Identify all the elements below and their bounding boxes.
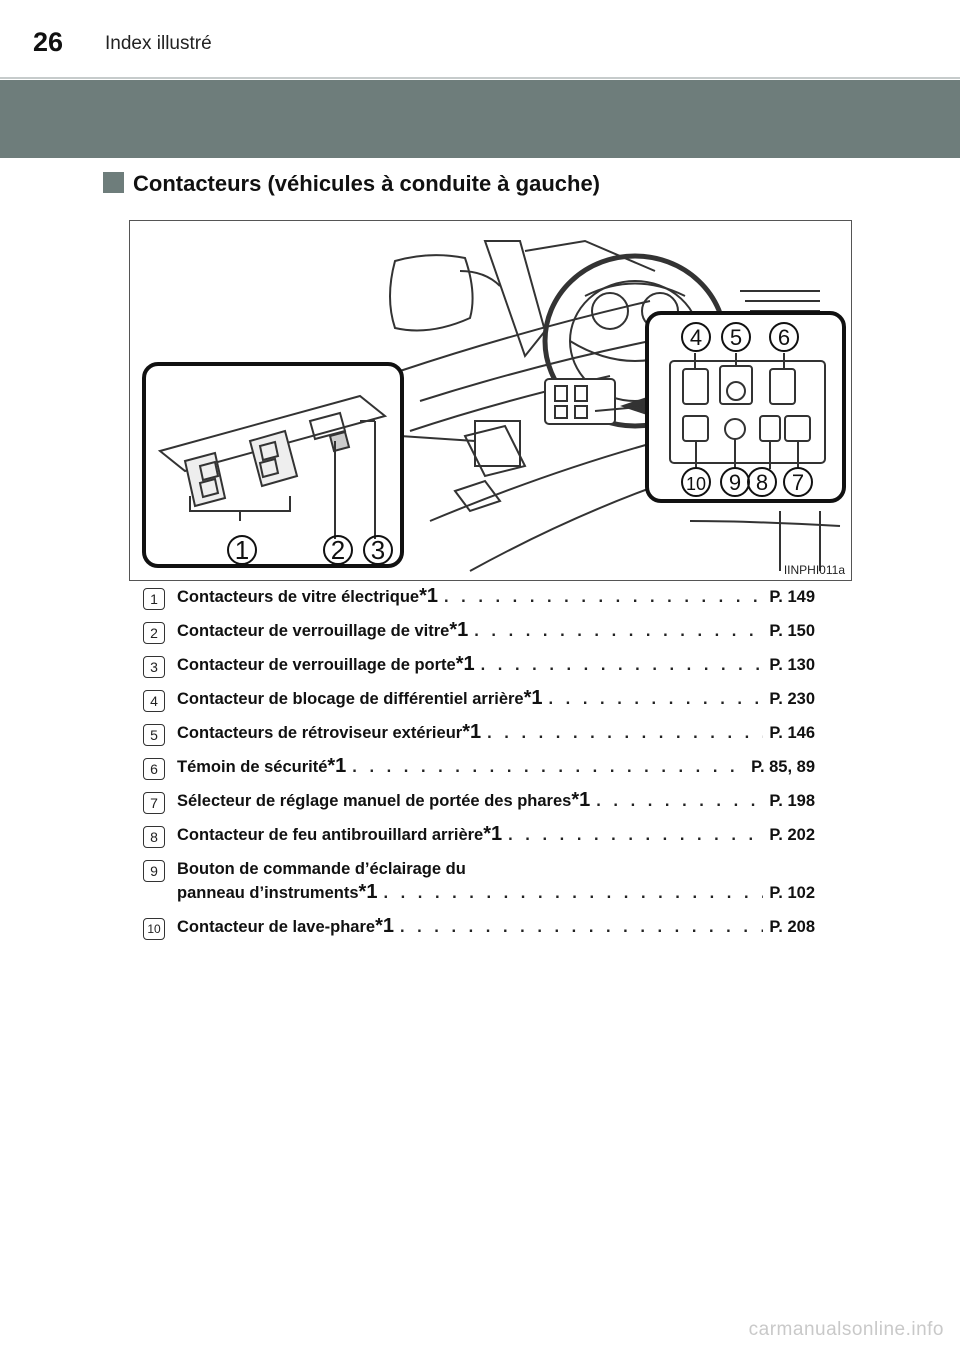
item-number-badge: 6 — [143, 758, 165, 780]
callout-9: 9 — [729, 470, 741, 495]
item-number-badge: 5 — [143, 724, 165, 746]
item-label: Contacteur de verrouillage de vitre — [177, 622, 450, 640]
callout-4: 4 — [690, 325, 702, 350]
header-divider — [0, 77, 960, 79]
leader-dots — [487, 724, 763, 743]
item-number-badge: 8 — [143, 826, 165, 848]
section-marker-icon — [103, 172, 124, 193]
page-number: 26 — [33, 27, 64, 57]
callout-3: 3 — [371, 535, 385, 565]
callout-7: 7 — [792, 470, 804, 495]
item-label: Contacteurs de rétroviseur extérieur — [177, 724, 463, 742]
dashboard-drawing: 1 2 3 — [142, 239, 846, 572]
item-label: Sélecteur de réglage manuel de portée de… — [177, 792, 572, 810]
page-ref-link[interactable]: P. 85, 89 — [751, 758, 815, 776]
leader-dots — [352, 758, 745, 777]
header-strip: 26 Index illustré — [0, 0, 960, 77]
item-number-badge: 4 — [143, 690, 165, 712]
item-label-line1: Bouton de commande d’éclairage du — [177, 860, 466, 878]
page-ref-link[interactable]: P. 130 — [769, 656, 815, 674]
item-number-badge: 9 — [143, 860, 165, 882]
running-title: Index illustré — [105, 33, 212, 54]
watermark: carmanualsonline.info — [748, 1319, 944, 1340]
leader-dots — [400, 918, 763, 937]
leader-dots — [383, 884, 763, 903]
callout-5: 5 — [730, 325, 742, 350]
switches-illustration: 1 2 3 — [129, 220, 852, 581]
callout-10: 10 — [686, 474, 706, 494]
item-label: Contacteur de blocage de différentiel ar… — [177, 690, 524, 708]
leader-dots — [596, 792, 763, 811]
leader-dots — [549, 690, 764, 709]
callout-8: 8 — [756, 470, 768, 495]
header-band — [0, 80, 960, 158]
item-label: Témoin de sécurité — [177, 758, 328, 776]
page-ref-link[interactable]: P. 149 — [769, 588, 815, 606]
item-number-badge: 1 — [143, 588, 165, 610]
callout-1: 1 — [235, 535, 249, 565]
page-ref-link[interactable]: P. 202 — [769, 826, 815, 844]
page-ref-link[interactable]: P. 230 — [769, 690, 815, 708]
leader-dots — [508, 826, 763, 845]
leader-dots — [474, 622, 763, 641]
section-title: Contacteurs (véhicules à conduite à gauc… — [133, 171, 601, 196]
page-ref-link[interactable]: P. 150 — [769, 622, 815, 640]
item-number-badge: 2 — [143, 622, 165, 644]
item-label: panneau d’instruments — [177, 884, 359, 902]
leader-dots — [481, 656, 764, 675]
item-label: Contacteurs de vitre électrique — [177, 588, 420, 606]
item-label: Contacteur de feu antibrouillard arrière — [177, 826, 484, 844]
callout-6: 6 — [778, 325, 790, 350]
page-ref-link[interactable]: P. 102 — [769, 884, 815, 902]
item-number-badge: 7 — [143, 792, 165, 814]
page-ref-link[interactable]: P. 146 — [769, 724, 815, 742]
callout-2: 2 — [331, 535, 345, 565]
figure-code: IINPHI011a — [783, 563, 845, 577]
item-number-badge: 10 — [143, 918, 165, 940]
leader-dots — [444, 588, 763, 607]
item-label: Contacteur de lave-phare — [177, 918, 376, 936]
item-label: Contacteur de verrouillage de porte — [177, 656, 456, 674]
page-ref-link[interactable]: P. 198 — [769, 792, 815, 810]
item-number-badge: 3 — [143, 656, 165, 678]
page-ref-link[interactable]: P. 208 — [769, 918, 815, 936]
